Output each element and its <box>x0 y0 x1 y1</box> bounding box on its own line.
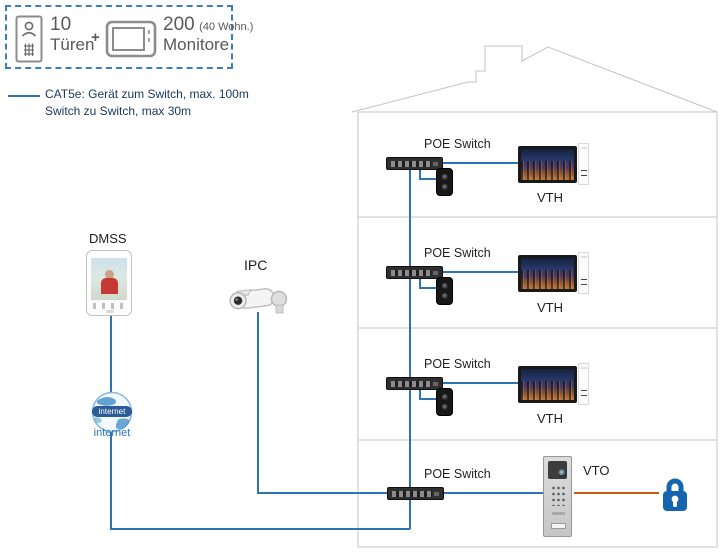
floor2-vth-side-panel <box>578 252 589 294</box>
floor3-doorbell-icon <box>436 388 453 416</box>
doors-label: Türen <box>50 35 95 54</box>
floor3-vth-label: VTH <box>537 411 563 426</box>
cable-spec-note: CAT5e: Gerät zum Switch, max. 100m Switc… <box>45 86 305 121</box>
house-walls <box>357 111 718 548</box>
floor2-vth-monitor-icon <box>518 255 577 292</box>
ipc-cable <box>257 312 390 494</box>
floor1-doorbell-icon <box>436 168 453 196</box>
floor1-doorbell-cable <box>419 170 436 180</box>
monitors-count: 200 <box>163 14 195 35</box>
floor1-poe-switch-label: POE Switch <box>424 137 491 151</box>
internet-label: internet <box>93 427 131 439</box>
video-call-screen <box>91 258 127 300</box>
roof-with-chimney <box>351 45 718 113</box>
floor2-doorbell-icon <box>436 277 453 305</box>
floor1-poe-switch-icon <box>386 157 443 170</box>
ipc-label: IPC <box>244 257 268 273</box>
floor1-vth-label: VTH <box>537 190 563 205</box>
ground-poe-switch-icon <box>387 487 444 500</box>
vto-label: VTO <box>583 463 610 478</box>
monitors-label: Monitore <box>163 35 230 54</box>
ground-poe-switch-label: POE Switch <box>424 467 491 481</box>
network-cables <box>8 95 543 530</box>
door-station-icon <box>15 15 43 63</box>
cable-spec-line2: Switch zu Switch, max 30m <box>45 104 192 119</box>
padlock-icon <box>663 478 687 511</box>
floor3-vth-monitor-icon <box>518 366 577 403</box>
monitors-note: (40 Wohn.) <box>199 21 254 33</box>
capacity-legend-box: 10 Türen + 200 (40 Wohn.) Monitore <box>5 5 253 69</box>
floor2-poe-switch-icon <box>386 266 443 279</box>
floor2-vth-label: VTH <box>537 300 563 315</box>
internet-globe-icon: internet <box>91 391 133 433</box>
globe-text: internet <box>99 407 126 416</box>
monitor-icon <box>105 20 157 58</box>
floor3-poe-switch-label: POE Switch <box>424 357 491 371</box>
bullet-camera-icon <box>229 288 288 314</box>
dmss-internet-cable <box>110 316 410 530</box>
doors-count: 10 <box>50 14 72 35</box>
floor1-vth-monitor-icon <box>518 146 577 183</box>
cable-spec-line1: CAT5e: Gerät zum Switch, max. 100m <box>45 87 249 101</box>
floor1-vth-side-panel <box>578 143 589 185</box>
house-outline <box>351 45 718 548</box>
dmss-label: DMSS <box>89 231 127 246</box>
smartphone-icon <box>86 250 132 316</box>
plus-sign: + <box>91 29 100 46</box>
floor3-doorbell-cable <box>419 390 436 400</box>
floor2-doorbell-cable <box>419 279 436 289</box>
floor2-poe-switch-label: POE Switch <box>424 246 491 260</box>
floor3-vth-side-panel <box>578 363 589 405</box>
vto-door-station-icon <box>543 456 572 537</box>
floor3-poe-switch-icon <box>386 377 443 390</box>
